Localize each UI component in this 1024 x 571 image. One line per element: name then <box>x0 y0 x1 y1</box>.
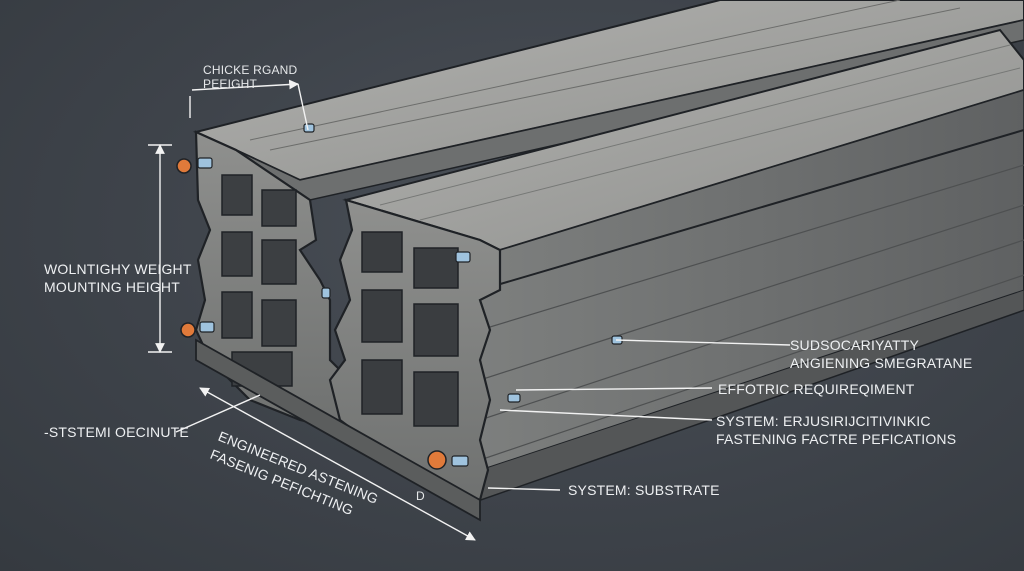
bottom-left-callout: -STSTEMI OECINUTE <box>44 424 189 440</box>
left-callout-line-1: WOLNTIGHY WEIGHT <box>44 261 192 277</box>
right-callout-1-line-1: SUDSOCARIYATTY <box>790 337 920 353</box>
top-callout-line-1: CHICKE RGAND <box>203 63 298 77</box>
bottom-mark: D <box>416 489 425 503</box>
right-callout-3-line-2: FASTENING FACTRE PEFICATIONS <box>716 431 957 447</box>
left-callout-line-2: MOUNTING HEIGHT <box>44 279 180 295</box>
right-callout-4: SYSTEM: SUBSTRATE <box>568 482 720 498</box>
right-callout-3-line-1: SYSTEM: ERJUSIRIJCITIVINKIC <box>716 413 931 429</box>
front-end-profile <box>328 198 502 502</box>
top-callout-line-2: PEEIGHT <box>203 77 258 91</box>
dimension-arrow-icon <box>148 79 791 541</box>
right-callout-2: EFFOTRIC REQUIREQIMENT <box>718 381 915 397</box>
right-callout-1-line-2: ANGIENING SMEGRATANE <box>790 355 973 371</box>
